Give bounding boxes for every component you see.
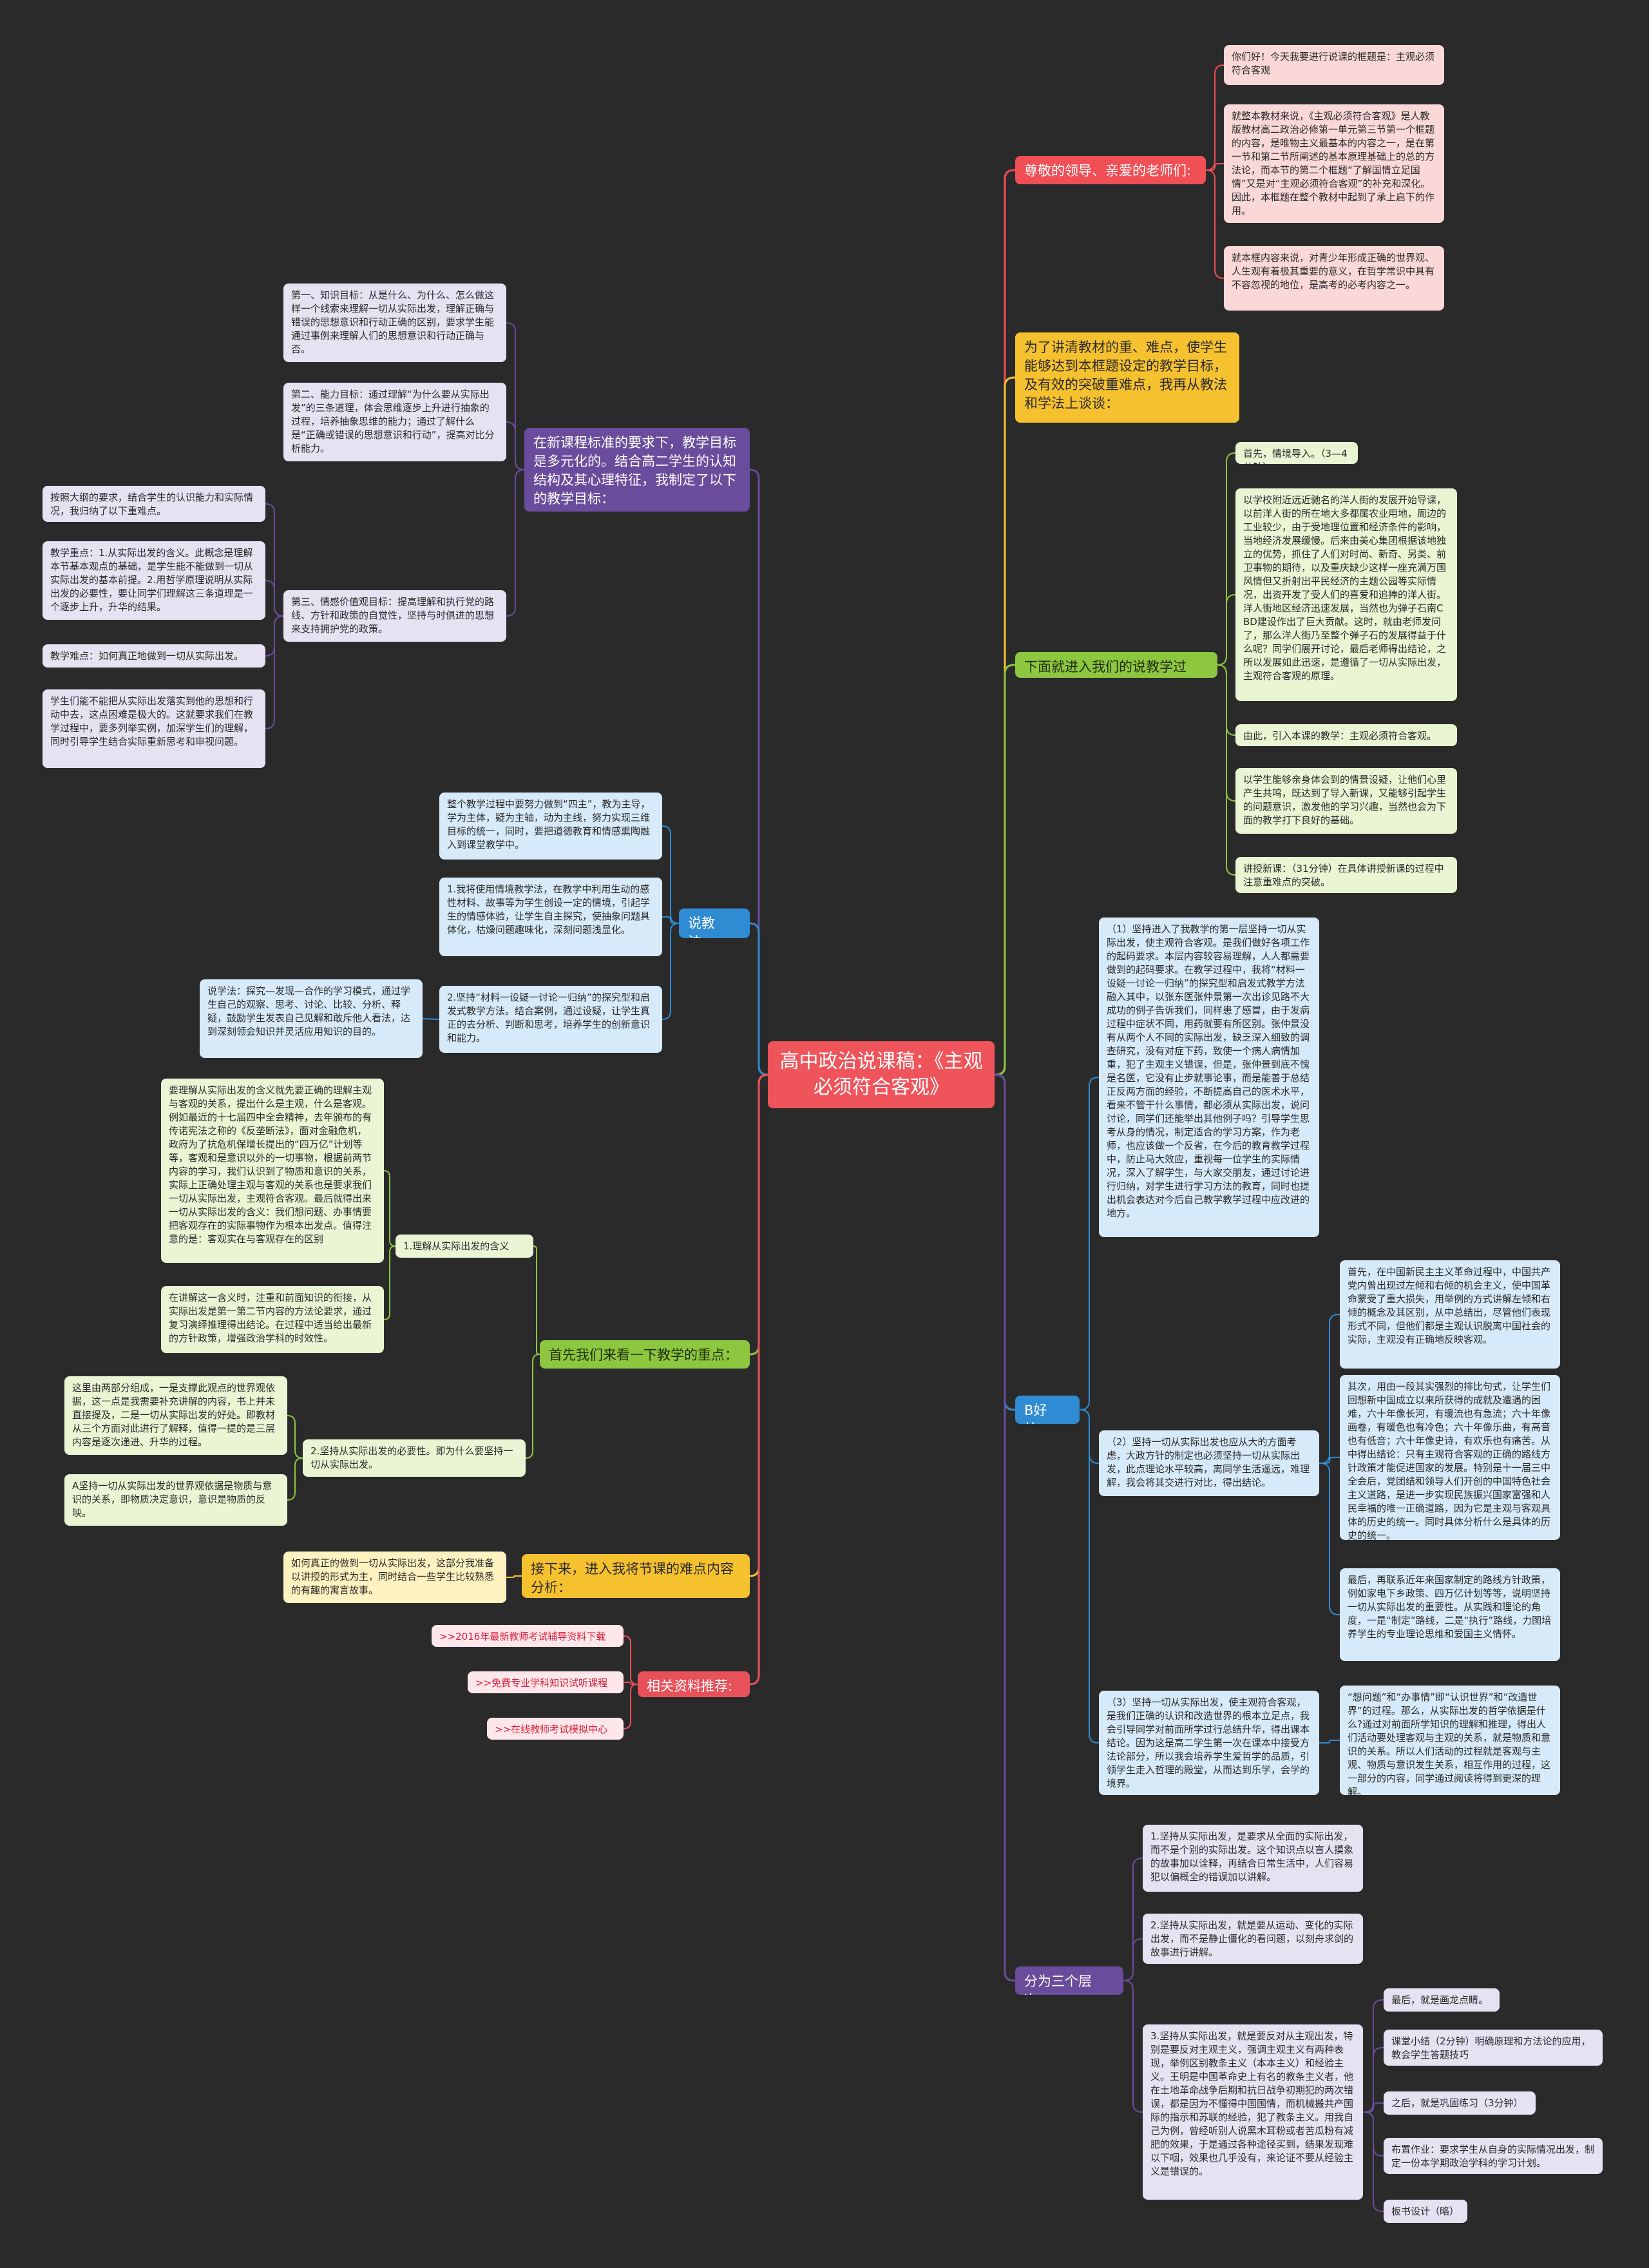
connector-l2-l2a — [662, 825, 680, 924]
connector-r4c-r4c1 — [1319, 1740, 1340, 1744]
branch-topic-l5[interactable]: 相关资料推荐: — [638, 1671, 750, 1697]
subtopic-r5c3[interactable]: 之后，就是巩固练习（3分钟） — [1384, 2091, 1536, 2115]
subtopic-r4b2[interactable]: 其次，用由一段其实强烈的排比句式，让学生们回想新中国成立以来所获得的成就及遭遇的… — [1340, 1375, 1560, 1540]
connector-r4-r4a — [1080, 1077, 1099, 1410]
connector-l1c-l1c2 — [265, 580, 284, 617]
subtopic-r3e[interactable]: 讲授新课：（31分钟）在具体讲授新课的过程中注意重难点的突破。 — [1235, 857, 1457, 893]
connector-root-l5 — [749, 1073, 768, 1686]
subtopic-r4a[interactable]: （1）坚持进入了我教学的第一层坚持一切从实际出发，使主观符合客观。是我们做好各项… — [1099, 918, 1319, 1237]
subtopic-r4b[interactable]: （2）坚持一切从实际出发也应从大的方面考虑，大政方针的制定也必须坚持一切从实际出… — [1099, 1430, 1319, 1496]
branch-topic-l3[interactable]: 首先我们来看一下教学的重点： — [540, 1340, 750, 1369]
branch-topic-r5[interactable]: 分为三个层次： — [1015, 1966, 1123, 1995]
branch-topic-r3[interactable]: 下面就进入我们的说教学过程： — [1015, 652, 1217, 678]
connector-l5-l5c — [623, 1684, 638, 1729]
subtopic-r1b[interactable]: 就整本教材来说，《主观必须符合客观》是人教版教材高二政治必修第一单元第三节第一个… — [1224, 104, 1444, 223]
subtopic-l1c2[interactable]: 教学重点：1.从实际出发的含义。此概念是理解本节基本观点的基础，是学生能不能做到… — [43, 541, 265, 620]
subtopic-l1c1[interactable]: 按照大纲的要求，结合学生的认识能力和实际情况，我归纳了以下重难点。 — [43, 486, 265, 522]
branch-topic-r2[interactable]: 为了讲清教材的重、难点，使学生能够达到本框题设定的教学目标，及有效的突破重难点，… — [1015, 332, 1239, 423]
subtopic-l1c4[interactable]: 学生们能不能把从实际出发落实到他的思想和行动中去，这点困难是极大的。这就要求我们… — [43, 689, 265, 768]
subtopic-l3b[interactable]: 2.坚持从实际出发的必要性。即为什么要坚持一切从实际出发。 — [303, 1439, 526, 1477]
connector-r5c-r5c3 — [1363, 2102, 1384, 2113]
connector-r3-r3b — [1217, 594, 1236, 666]
connector-l3b-l3b1 — [287, 1415, 303, 1459]
subtopic-l1a[interactable]: 第一、知识目标：从是什么、为什么、怎么做这样一个线索来理解一切从实际出发，理解正… — [283, 284, 506, 362]
subtopic-l3a2[interactable]: 在讲解这一含义时，注重和前面知识的衔接，从实际出发是第一第二节内容的方法论要求，… — [161, 1286, 384, 1353]
subtopic-l5b[interactable]: >>免费专业学科知识试听课程 — [468, 1671, 624, 1693]
subtopic-l5a[interactable]: >>2016年最新教师考试辅导资料下载 — [432, 1625, 624, 1647]
subtopic-l2c[interactable]: 2.坚持“材料一设疑一讨论一归纳”的探究型和启发式教学方法。结合案例，通过设疑，… — [439, 986, 662, 1053]
subtopic-l2c1[interactable]: 说学法：探究—发现—合作的学习模式，通过学生自己的观察、思考、讨论、比较、分析、… — [200, 979, 423, 1058]
subtopic-r5c4[interactable]: 布置作业：要求学生从自身的实际情况出发，制定一份本学期政治学科的学习计划。 — [1384, 2138, 1603, 2174]
connector-r5-r5b — [1123, 1938, 1143, 1981]
subtopic-r5c2[interactable]: 课堂小结（2分钟）明确原理和方法论的应用，教会学生答题技巧 — [1384, 2030, 1603, 2066]
subtopic-r5c1[interactable]: 最后，就是画龙点睛。 — [1384, 1988, 1500, 2012]
connector-l3-l3a — [533, 1245, 540, 1355]
connector-root-r3 — [995, 664, 1015, 1076]
subtopic-l4a[interactable]: 如何真正的做到一切从实际出发，这部分我准备以讲授的形式为主，同时结合一些学生比较… — [283, 1552, 506, 1603]
connector-l3b-l3b2 — [287, 1457, 303, 1501]
connector-l2-l2b — [662, 916, 679, 924]
connector-l5-l5b — [624, 1682, 638, 1685]
branch-topic-l1[interactable]: 在新课程标准的要求下，教学目标是多元化的。结合高二学生的认知结构及其心理特征，我… — [524, 428, 750, 512]
connector-root-l2 — [749, 922, 768, 1076]
connector-l1-l1b — [506, 421, 525, 470]
subtopic-r5c5[interactable]: 板书设计（略） — [1384, 2200, 1467, 2223]
root-topic[interactable]: 高中政治说课稿：《主观必须符合客观》 — [768, 1041, 995, 1108]
subtopic-r5b[interactable]: 2.坚持从实际出发，就是要从运动、变化的实际出发，而不是静止僵化的看问题，以刻舟… — [1143, 1914, 1363, 1964]
connector-r1-r1a — [1205, 64, 1225, 171]
subtopic-l3a1[interactable]: 要理解从实际出发的含义就先要正确的理解主观与客观的关系，提出什么是主观，什么是客… — [161, 1079, 384, 1263]
subtopic-r4c1[interactable]: “想问题”和“办事情”即“认识世界”和“改造世界”的过程。那么，从实际出发的哲学… — [1340, 1686, 1560, 1795]
branch-topic-l2[interactable]: 说教法： — [679, 908, 750, 938]
connector-r3-r3e — [1217, 664, 1236, 876]
connector-l1-l1c — [506, 469, 525, 617]
connector-l4-l4a — [506, 1575, 522, 1578]
subtopic-l3a[interactable]: 1.理解从实际出发的含义 — [396, 1235, 533, 1258]
subtopic-l3b1[interactable]: 这里由两部分组成，一是支撑此观点的世界观依据，这一点是我需要补充讲解的内容，书上… — [64, 1376, 287, 1455]
subtopic-l2b[interactable]: 1.我将使用情境教学法，在教学中利用生动的感性材料、故事等为学生创设一定的情境，… — [439, 878, 662, 956]
connector-l2-l2c — [662, 923, 680, 1020]
subtopic-r5a[interactable]: 1.坚持从实际出发，是要求从全面的实际出发，而不是个别的实际出发。这个知识点以盲… — [1143, 1825, 1363, 1892]
subtopic-l1c3[interactable]: 教学难点：如何真正地做到一切从实际出发。 — [43, 644, 265, 668]
subtopic-l3b2[interactable]: A坚持一切从实际出发的世界观依据是物质与意识的关系，即物质决定意识，意识是物质的… — [64, 1474, 287, 1526]
subtopic-r3c[interactable]: 由此，引入本课的教学：主观必须符合客观。 — [1235, 724, 1457, 746]
connector-r1-r1c — [1205, 169, 1225, 279]
subtopic-r5c[interactable]: 3.坚持从实际出发，就是要反对从主观出发，特别是要反对主观主义，强调主观主义有两… — [1143, 2024, 1363, 2200]
connector-l1c-l1c4 — [265, 615, 284, 729]
connector-r4b-r4b2 — [1319, 1457, 1340, 1464]
connector-r5c-r5c5 — [1363, 2111, 1384, 2212]
subtopic-l1c[interactable]: 第三、情感价值观目标：提高理解和执行党的路线、方针和政策的自觉性，坚持与时俱进的… — [283, 590, 506, 642]
connector-root-r5 — [995, 1073, 1015, 1982]
connector-r1-r1b — [1206, 163, 1224, 171]
subtopic-r3b[interactable]: 以学校附近远近驰名的洋人街的发展开始导课，以前洋人街的所在地大多都属农业用地，周… — [1235, 488, 1457, 701]
subtopic-l5c[interactable]: >>在线教师考试模拟中心 — [487, 1718, 624, 1740]
connector-l3a-l3a2 — [383, 1245, 396, 1320]
connector-r4b-r4b1 — [1319, 1314, 1340, 1464]
connector-l3a-l3a1 — [383, 1170, 396, 1247]
subtopic-l2a[interactable]: 整个教学过程中要努力做到“四主”，教为主导，学为主体，疑为主轴，动为主线，努力实… — [439, 793, 662, 860]
connector-r5-r5c — [1123, 1980, 1143, 2113]
subtopic-l1b[interactable]: 第二、能力目标：通过理解“为什么要从实际出发”的三条道理，体会思维逐步上升进行抽… — [283, 383, 506, 461]
branch-topic-l4[interactable]: 接下来，进入我将节课的难点内容分析： — [522, 1554, 750, 1598]
connector-r4-r4c — [1080, 1409, 1099, 1744]
subtopic-r4b1[interactable]: 首先，在中国新民主主义革命过程中，中国共产党内曾出现过左倾和右倾的机会主义，使中… — [1340, 1260, 1560, 1369]
subtopic-r3a[interactable]: 首先，情境导入。（3—4分钟） — [1235, 442, 1358, 464]
subtopic-r1a[interactable]: 你们好！今天我要进行说课的框题是：主观必须符合客观 — [1224, 45, 1444, 85]
subtopic-r3d[interactable]: 以学生能够亲身体会到的情景设疑，让他们心里产生共鸣，既达到了导入新课，又能够引起… — [1235, 768, 1457, 834]
branch-topic-r1[interactable]: 尊敬的领导、亲爱的老师们: — [1015, 156, 1206, 184]
connector-r4b-r4b3 — [1319, 1463, 1340, 1615]
connector-l3-l3b — [525, 1354, 540, 1459]
subtopic-r4b3[interactable]: 最后，再联系近年来国家制定的路线方针政策，例如家电下乡政策、四万亿计划等等，说明… — [1340, 1568, 1560, 1661]
subtopic-r4c[interactable]: （3）坚持一切从实际出发，使主观符合客观，是我们正确的认识和改造世界的根本立足点… — [1099, 1691, 1319, 1795]
connector-l5-l5a — [623, 1635, 638, 1685]
subtopic-r1c[interactable]: 就本框内容来说，对青少年形成正确的世界观、人生观有着极其重要的意义，在哲学常识中… — [1224, 246, 1444, 311]
branch-topic-r4[interactable]: B好处： — [1015, 1396, 1080, 1424]
